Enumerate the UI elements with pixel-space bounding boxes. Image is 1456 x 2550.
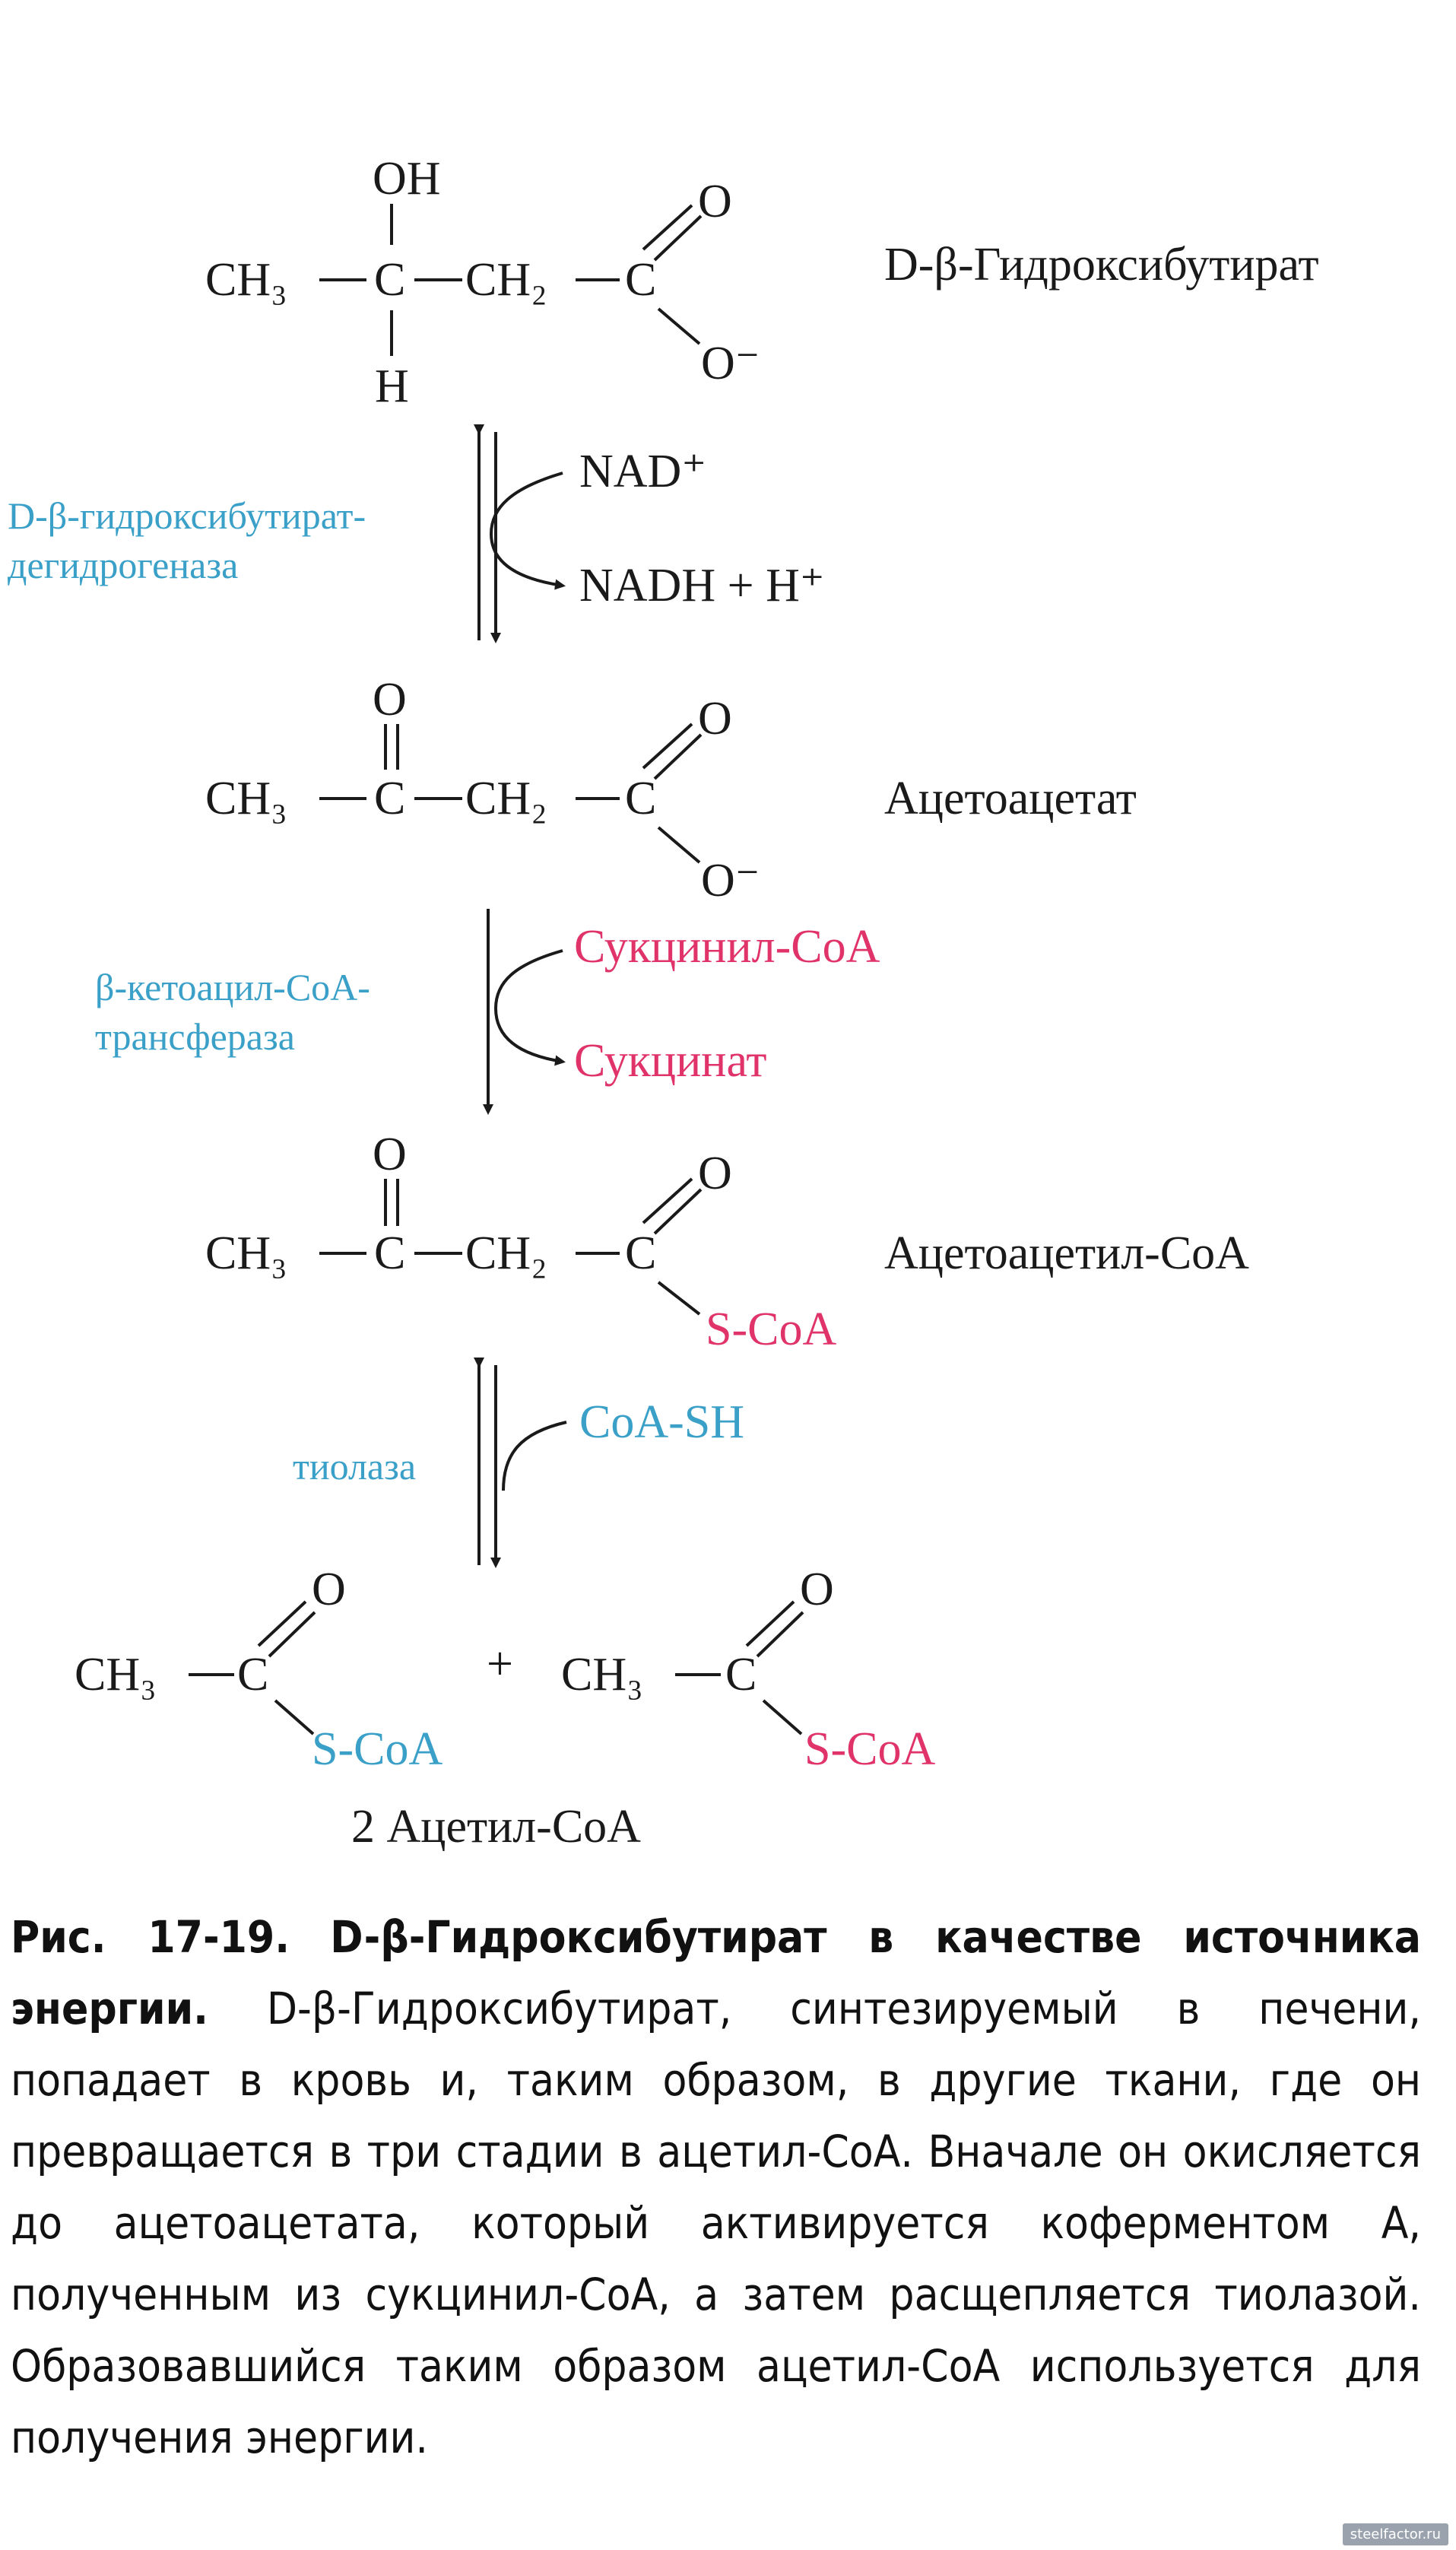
hydrogen-atom: H — [375, 360, 409, 412]
cofactor-nad: NAD⁺ — [579, 446, 706, 497]
figure-caption: Рис. 17-19. D-β-Гидроксибутират в качест… — [11, 1901, 1421, 2473]
cofactor-coa-sh: CoA-SH — [579, 1396, 744, 1448]
carboxylate-oxygen: O⁻ — [701, 338, 760, 389]
carboxylate-oxygen: O⁻ — [701, 855, 760, 907]
molecule-acetoacetate: O CH₃ C CH₂ C O O⁻ — [205, 674, 760, 907]
cofactor-succinyl-coa: Сукцинил-СоА — [574, 921, 880, 973]
figure-title: D-β-Гидроксибутират в качестве источника… — [11, 1911, 1421, 2034]
methylene-group: CH₂ — [465, 773, 547, 824]
oxygen-atom: O — [698, 176, 732, 227]
cofactor-succinate: Сукцинат — [574, 1035, 766, 1087]
compound-name-acetyl-coa: 2 Ацетил-СоА — [351, 1801, 641, 1853]
oxygen-atom: O — [698, 1148, 732, 1199]
enzyme-dehydrogenase-line2: дегидрогеназа — [8, 544, 238, 586]
carboxyl-carbon: C — [625, 254, 656, 306]
product-acetyl-coa-1: CH₃ C O S-CoA — [75, 1564, 443, 1775]
product-acetyl-coa-2: CH₃ C O S-CoA — [561, 1564, 935, 1775]
compound-name-hydroxybutyrate: D-β-Гидроксибутират — [884, 239, 1319, 291]
methyl-group: CH₃ — [75, 1649, 157, 1701]
thioester-carbon: C — [625, 1227, 656, 1279]
molecule-hydroxybutyrate: OH CH₃ C CH₂ C H O O⁻ — [205, 153, 760, 412]
enzyme-dehydrogenase-line1: D-β-гидроксибутират- — [8, 494, 366, 537]
enzyme-transferase-line2: трансфераза — [95, 1015, 295, 1058]
methyl-group: CH₃ — [205, 773, 287, 824]
reaction-scheme: OH CH₃ C CH₂ C H O O⁻ D-β-Гидроксибутира… — [8, 153, 1319, 1853]
hydroxyl-group: OH — [373, 153, 441, 205]
reversible-arrow-step1 — [474, 424, 566, 643]
cofactor-nadh: NADH + H⁺ — [579, 560, 825, 611]
methyl-group: CH₃ — [205, 1227, 287, 1279]
thioester-carbon: C — [237, 1649, 268, 1701]
carbon-atom: C — [374, 254, 405, 306]
methylene-group: CH₂ — [465, 1227, 547, 1279]
molecule-acetoacetyl-coa: O CH₃ C CH₂ C O S-CoA — [205, 1129, 836, 1355]
methylene-group: CH₂ — [465, 254, 547, 306]
coa-thioester-group: S-CoA — [312, 1723, 443, 1775]
coa-thioester-group: S-CoA — [706, 1304, 836, 1355]
compound-name-acetoacetyl-coa: Ацетоацетил-СоА — [884, 1227, 1249, 1279]
methyl-group: CH₃ — [205, 254, 287, 306]
compound-name-acetoacetate: Ацетоацетат — [884, 773, 1137, 824]
oxygen-atom: O — [312, 1564, 346, 1615]
plus-sign: + — [487, 1638, 513, 1690]
enzyme-thiolase: тиолаза — [293, 1445, 416, 1488]
arrow-step2 — [483, 909, 566, 1115]
figure-caption-text: D-β-Гидроксибутират, синтезируемый в печ… — [11, 1983, 1421, 2463]
coa-thioester-group: S-CoA — [804, 1723, 935, 1775]
thioester-carbon: C — [725, 1649, 757, 1701]
reversible-arrow-step3 — [474, 1358, 567, 1568]
keto-carbon: C — [374, 1227, 405, 1279]
enzyme-transferase-line1: β-кетоацил-СоА- — [95, 966, 370, 1008]
keto-oxygen: O — [373, 674, 407, 726]
carboxyl-carbon: C — [625, 773, 656, 824]
oxygen-atom: O — [698, 693, 732, 745]
oxygen-atom: O — [800, 1564, 834, 1615]
keto-carbon: C — [374, 773, 405, 824]
keto-oxygen: O — [373, 1129, 407, 1180]
watermark: steelfactor.ru — [1342, 2523, 1448, 2545]
figure-label: Рис. 17-19. — [11, 1911, 290, 1963]
methyl-group: CH₃ — [561, 1649, 643, 1701]
